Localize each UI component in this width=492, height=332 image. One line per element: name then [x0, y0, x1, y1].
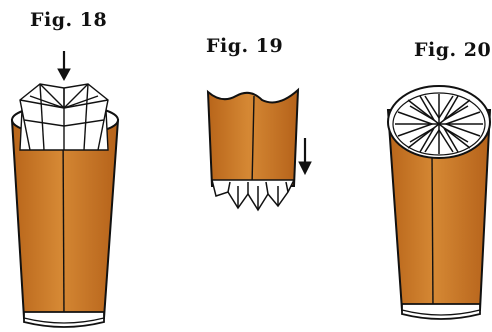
figure-18: Fig. 18	[12, 9, 118, 327]
fig-20-seam	[432, 152, 433, 310]
fig-18-seam	[63, 128, 64, 318]
fig-20-base	[402, 304, 480, 319]
fig-18-base	[24, 312, 104, 327]
fig-19-label: Fig. 19	[206, 35, 283, 57]
fig-18-label: Fig. 18	[30, 9, 107, 31]
fig-19-star-points	[212, 180, 294, 210]
figure-19: Fig. 19	[206, 35, 311, 210]
fig-20-label: Fig. 20	[414, 39, 491, 61]
down-arrow-icon	[58, 51, 70, 80]
down-arrow-icon	[299, 138, 311, 174]
figure-20: Fig. 20	[388, 39, 491, 319]
fig-18-star-insert	[20, 84, 108, 150]
